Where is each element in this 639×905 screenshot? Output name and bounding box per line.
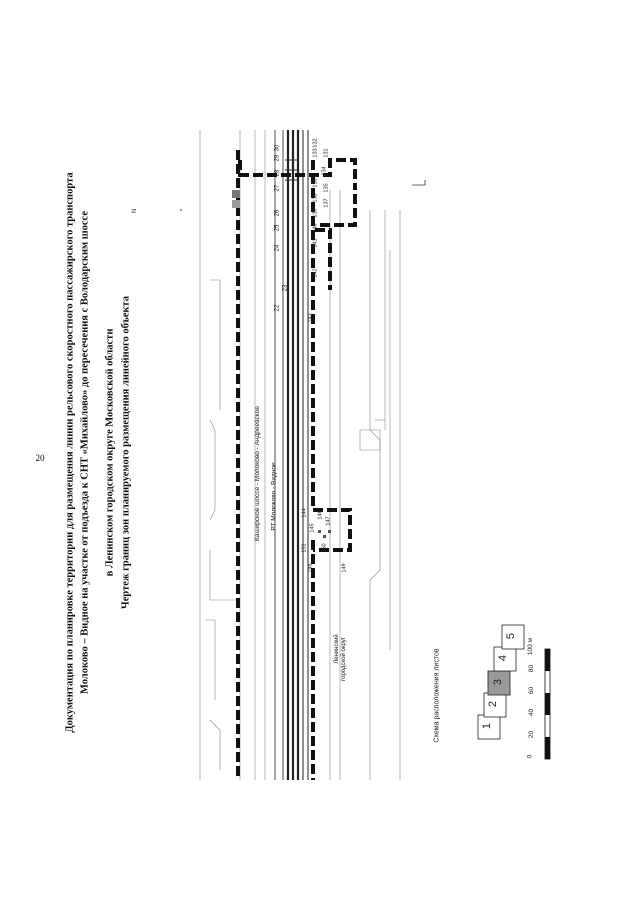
title-line-1: Документация по планировке территории дл… (64, 172, 76, 733)
scale-bar: 0 20 40 60 80 100 м (525, 638, 555, 765)
sheet-layout-boxes (477, 624, 525, 740)
point-label: 26 (274, 209, 281, 217)
point-label: 149 (341, 563, 348, 573)
point-label: 150 (321, 543, 328, 553)
point-label: 145 (309, 523, 316, 533)
point-label: 151 (301, 543, 308, 553)
point-label: 22 (274, 304, 281, 312)
point-numbers-bottom: 132 133 134 136 138 139 140 141 142 143 … (308, 138, 330, 360)
point-label: 25 (274, 224, 281, 232)
scale-bar-graphic (544, 648, 551, 760)
point-label: 133 (312, 148, 319, 158)
planning-map (180, 130, 426, 780)
sheet-layout-diagram: 1 2 3 4 5 (460, 615, 540, 745)
sheet-number-1: 1 (481, 722, 494, 730)
point-label: 147 (325, 516, 332, 526)
point-label: 146 (317, 510, 324, 520)
point-label: 23 (282, 284, 289, 292)
sheet-number-5: 5 (505, 632, 518, 640)
title-line-2: Молоково – Видное на участке от подъезда… (79, 210, 91, 695)
point-label: 29 (274, 154, 281, 162)
sheet-layout-title: Схема расположения листов (433, 648, 441, 743)
compass-north-label: N (132, 208, 139, 214)
scale-tick-20: 20 (528, 730, 536, 739)
district-label-2: городской округ (340, 637, 347, 681)
title-line-3: в Ленинском городском округе Московской … (104, 328, 116, 577)
point-numbers-lower: 144 145 146 147 148 149 150 151 (300, 508, 350, 580)
title-line-4: Чертеж границ зон планируемого размещени… (120, 296, 132, 609)
sheet-box-5 (501, 624, 525, 650)
point-label: 131 (323, 148, 330, 158)
sheet-number-4: 4 (497, 654, 510, 662)
scale-tick-0: 0 (526, 754, 534, 759)
scale-tick-80: 80 (528, 664, 536, 673)
point-label: 134 (321, 166, 328, 176)
point-label: 139 (312, 208, 319, 218)
rail-label: РТ Молоково - Видное (270, 462, 278, 531)
point-label: 143 (307, 313, 314, 323)
point-label: 30 (274, 144, 281, 152)
point-label: 142 (312, 268, 319, 278)
district-label-1: Ленинский (333, 634, 340, 664)
sheet-number-3: 3 (492, 678, 505, 686)
point-label: 141 (312, 238, 319, 248)
point-label: 148 (307, 563, 314, 573)
point-label: 136 (312, 178, 319, 188)
point-label: 27 (274, 184, 281, 192)
scale-tick-40: 40 (528, 708, 536, 717)
point-label: 28 (274, 169, 281, 177)
point-numbers-top: 22 23 24 25 26 27 28 29 30 (274, 144, 289, 445)
point-label: 132 (312, 138, 319, 148)
point-label: 144 (301, 508, 308, 518)
scale-tick-100: 100 м (527, 637, 535, 656)
sheet-number-2: 2 (487, 700, 500, 708)
point-label: 24 (274, 244, 281, 252)
point-label: 140 (312, 223, 319, 233)
scale-tick-60: 60 (528, 686, 536, 695)
compass-rose (180, 209, 183, 211)
road-label: Каширское шоссе - Молоково - Андреевское (253, 406, 261, 541)
page-number: 20 (35, 453, 45, 463)
point-label: 137 (323, 198, 330, 208)
point-label: 135 (323, 183, 330, 193)
point-label: 138 (312, 193, 319, 203)
